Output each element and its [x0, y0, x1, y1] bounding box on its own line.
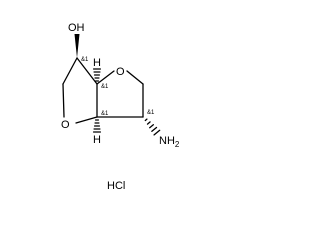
- stereo-label-bridge-bottom: &1: [101, 111, 109, 117]
- hashed-bond-bridge-bottom-h: [92, 119, 102, 133]
- bridge-h-top-label: H: [93, 57, 101, 69]
- bridge-h-bottom-label: H: [93, 134, 101, 146]
- hashed-bond-bridge-top-h: [92, 68, 102, 82]
- counterion-label: HCl: [107, 180, 125, 192]
- ring-oxygen-left-label: O: [61, 119, 70, 131]
- stereo-label-coh: &1: [81, 57, 89, 63]
- stereo-label-bridge-top: &1: [101, 84, 109, 90]
- wedge-bond-hydroxyl: [74, 34, 80, 58]
- amine-label: NH2: [159, 135, 180, 149]
- bond-coh-ch2-left: [62, 57, 78, 85]
- bond-bridge-top-coh: [76, 57, 98, 85]
- hydroxyl-label: OH: [68, 22, 85, 34]
- chemical-structure-diagram: OH O O H H NH2 &1 &1 &1 &1 HCl: [61, 22, 180, 192]
- hashed-bond-amine: [144, 118, 161, 136]
- bond-ch2-left-oxygen: [62, 83, 65, 118]
- bond-oxygen-top-ch2-right: [126, 70, 144, 85]
- bond-bridge-top-oxygen-top: [96, 70, 115, 85]
- stereo-label-camine: &1: [147, 110, 155, 116]
- bond-oxygen-left-bridge-bottom: [75, 116, 98, 124]
- amine-subscript: 2: [175, 140, 180, 149]
- ring-oxygen-top-label: O: [116, 66, 125, 78]
- amine-nh-text: NH: [159, 135, 175, 147]
